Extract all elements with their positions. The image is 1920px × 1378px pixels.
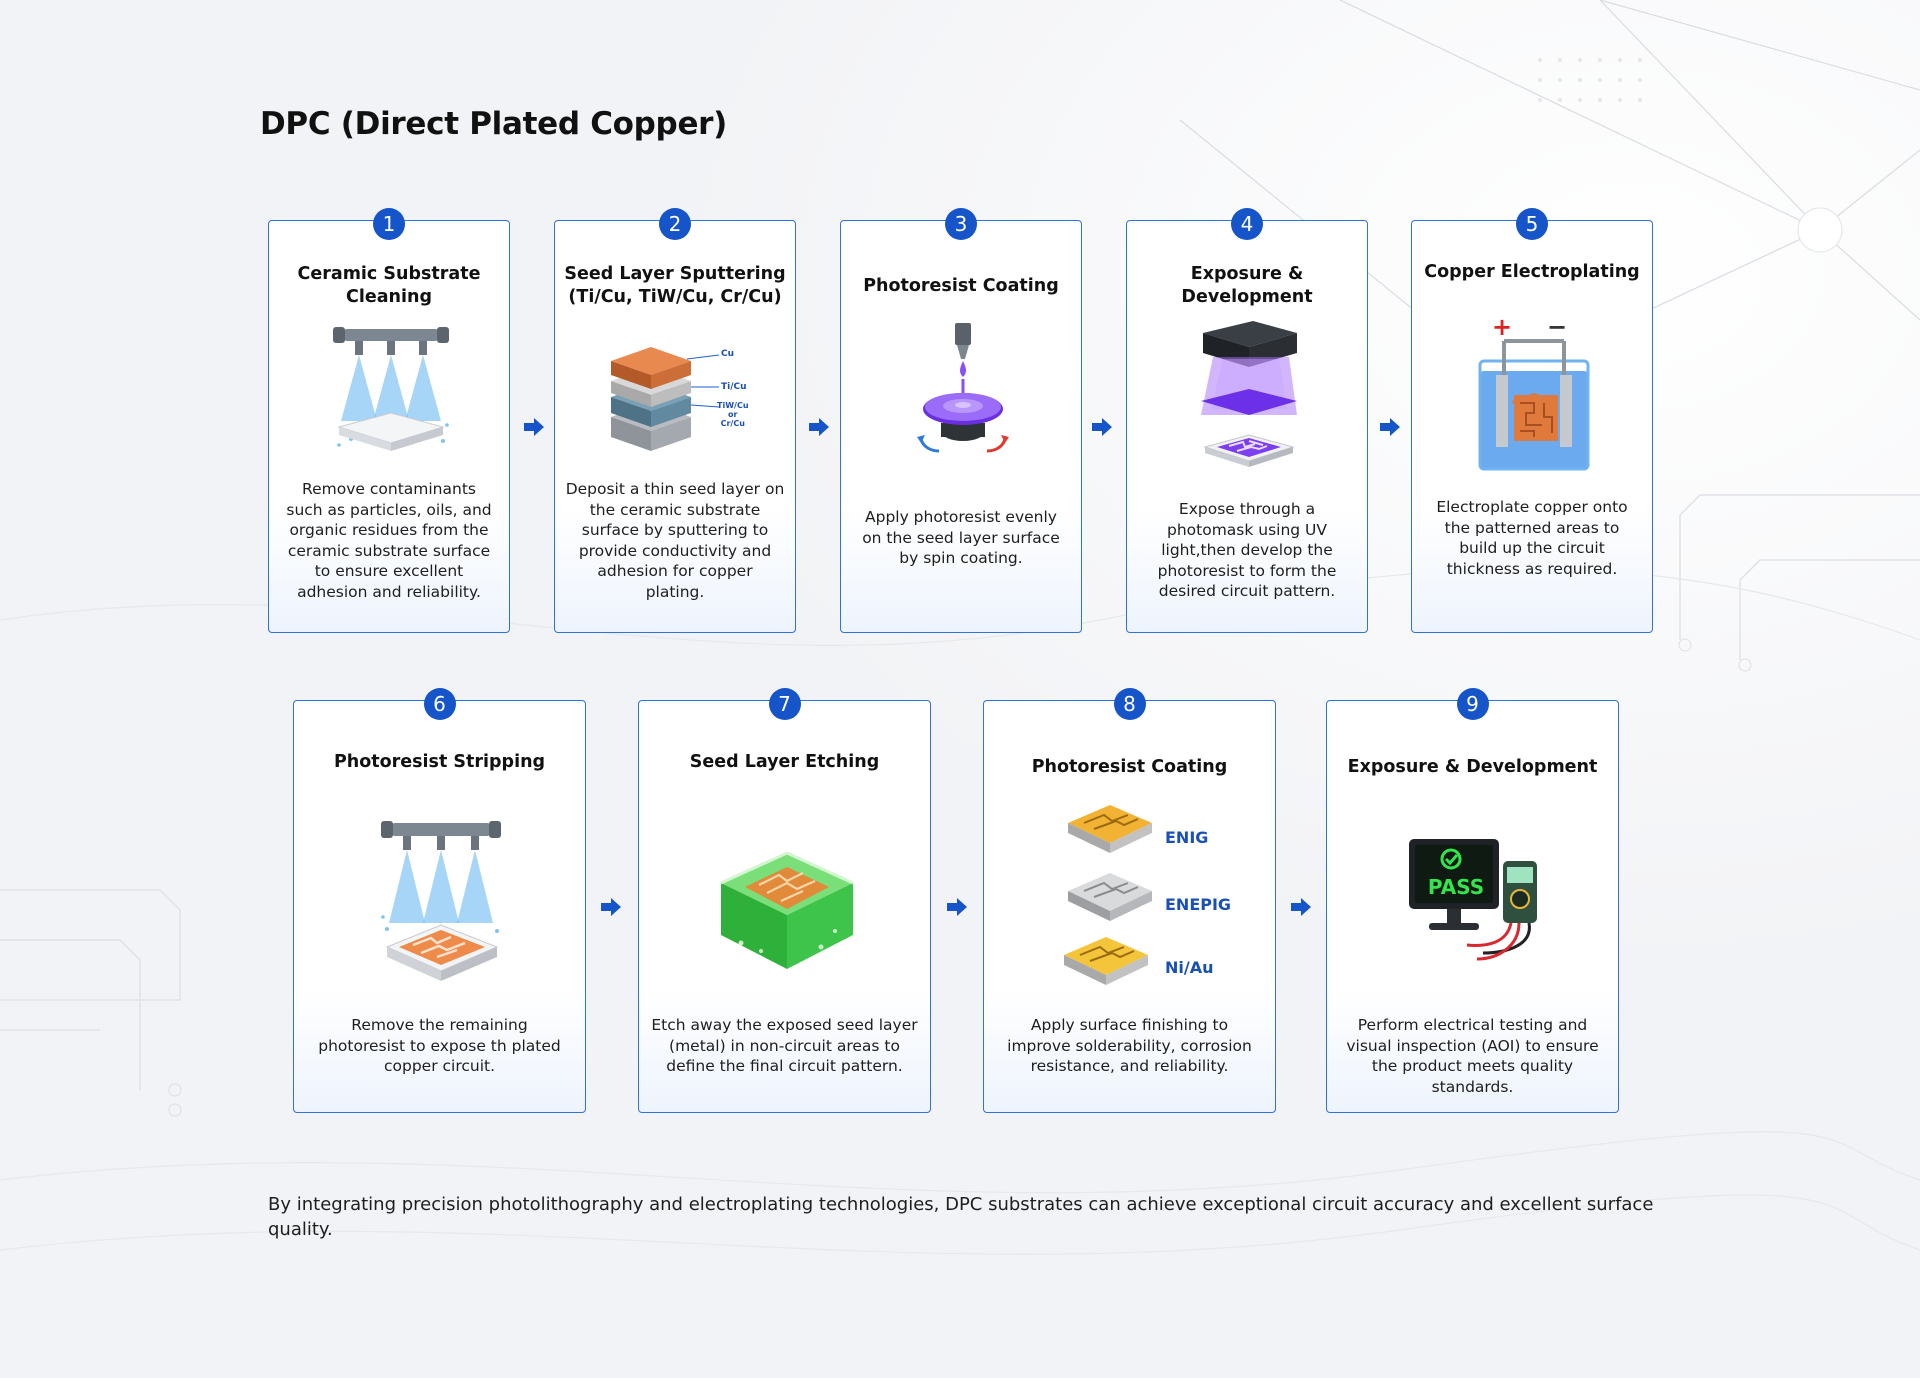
step-title: Photoresist Coating xyxy=(1031,757,1228,777)
electroplating-tank-illustration xyxy=(1478,339,1590,471)
layer-label-tiwcu: TiW/Cu or Cr/Cu xyxy=(717,401,749,428)
step-card-6: 6 Photoresist Stripping Remove the remai… xyxy=(293,688,586,1113)
step-title: Exposure & Development xyxy=(1181,264,1313,307)
step-number-badge: 8 xyxy=(1113,688,1146,720)
step-card-7: 7 Seed Layer Etching Etch away the expos… xyxy=(638,688,931,1113)
step-card-1: 1 Ceramic Substrate Cleaning Remove cont… xyxy=(268,208,510,633)
step-number-badge: 7 xyxy=(768,688,801,720)
step-number-badge: 3 xyxy=(945,208,977,240)
spin-coating-illustration xyxy=(917,323,1009,453)
finish-label-niau: Ni/Au xyxy=(1165,958,1214,977)
step-number-badge: 1 xyxy=(373,208,405,240)
step-card-4: 4 Exposure & Development Expose through … xyxy=(1126,208,1368,633)
step-title: Seed Layer Etching xyxy=(689,752,880,772)
surface-finish-enepig-illustration xyxy=(1068,873,1152,921)
surface-finish-enig-illustration xyxy=(1068,805,1152,853)
step-title: Copper Electroplating xyxy=(1424,262,1640,282)
step-title: Ceramic Substrate Cleaning xyxy=(297,264,481,307)
step-number-badge: 2 xyxy=(659,208,691,240)
arrow-right-icon xyxy=(1092,418,1112,436)
sputtered-layers-illustration xyxy=(611,347,720,451)
finish-label-enig: ENIG xyxy=(1165,828,1209,847)
spray-cleaning-illustration xyxy=(333,327,449,451)
step-description: Perform electrical testing and visual in… xyxy=(1346,1016,1599,1096)
step-title: Exposure & Development xyxy=(1347,757,1598,777)
step-description: Remove the remaining photoresist to expo… xyxy=(318,1016,561,1075)
surface-finish-niau-illustration xyxy=(1064,937,1148,985)
step-description: Expose through a photomask using UV ligh… xyxy=(1157,500,1337,600)
step-description: Apply surface finishing to improve solde… xyxy=(1007,1016,1252,1075)
step-card-9: 9 Exposure & Development PASS Perform el… xyxy=(1326,688,1619,1113)
step-number-badge: 9 xyxy=(1456,688,1489,720)
step-title: Photoresist Stripping xyxy=(333,752,546,772)
step-card-5: 5 Copper Electroplating + − Electroplate… xyxy=(1411,208,1653,633)
step-description: Deposit a thin seed layer on the ceramic… xyxy=(565,480,785,601)
step-title: Photoresist Coating xyxy=(863,276,1059,296)
step-card-8: 8 Photoresist Coating ENIG ENEPIG Ni/Au … xyxy=(983,688,1276,1113)
step-description: Remove contaminants such as particles, o… xyxy=(286,480,492,601)
cathode-negative-icon: − xyxy=(1547,313,1568,341)
step-description: Etch away the exposed seed layer (metal)… xyxy=(651,1016,918,1075)
step-card-2: 2 Seed Layer Sputtering (Ti/Cu, TiW/Cu, … xyxy=(554,208,796,633)
step-number-badge: 5 xyxy=(1516,208,1548,240)
pass-indicator: PASS xyxy=(1427,875,1485,899)
layer-label-cu: Cu xyxy=(721,349,735,359)
uv-exposure-illustration xyxy=(1201,321,1297,467)
arrow-right-icon xyxy=(601,898,621,916)
step-title: Seed Layer Sputtering (Ti/Cu, TiW/Cu, Cr… xyxy=(564,264,786,307)
step-description: Apply photoresist evenly on the seed lay… xyxy=(862,508,1060,567)
page-title: DPC (Direct Plated Copper) xyxy=(260,106,728,142)
anode-positive-icon: + xyxy=(1492,313,1513,341)
etching-bath-illustration xyxy=(720,851,854,969)
stripping-spray-illustration xyxy=(381,821,501,981)
finish-label-enepig: ENEPIG xyxy=(1165,895,1232,914)
step-number-badge: 4 xyxy=(1231,208,1263,240)
step-description: Electroplate copper onto the patterned a… xyxy=(1436,498,1628,578)
arrow-right-icon xyxy=(1380,418,1400,436)
arrow-right-icon xyxy=(809,418,829,436)
step-number-badge: 6 xyxy=(423,688,456,720)
arrow-right-icon xyxy=(1291,898,1311,916)
layer-label-ticu: Ti/Cu xyxy=(721,382,747,392)
testing-monitor-illustration xyxy=(1409,839,1537,961)
arrow-right-icon xyxy=(524,418,544,436)
arrow-right-icon xyxy=(947,898,967,916)
footer-summary: By integrating precision photolithograph… xyxy=(268,1194,1654,1240)
step-card-3: 3 Photoresist Coating Apply photoresist … xyxy=(840,208,1082,633)
